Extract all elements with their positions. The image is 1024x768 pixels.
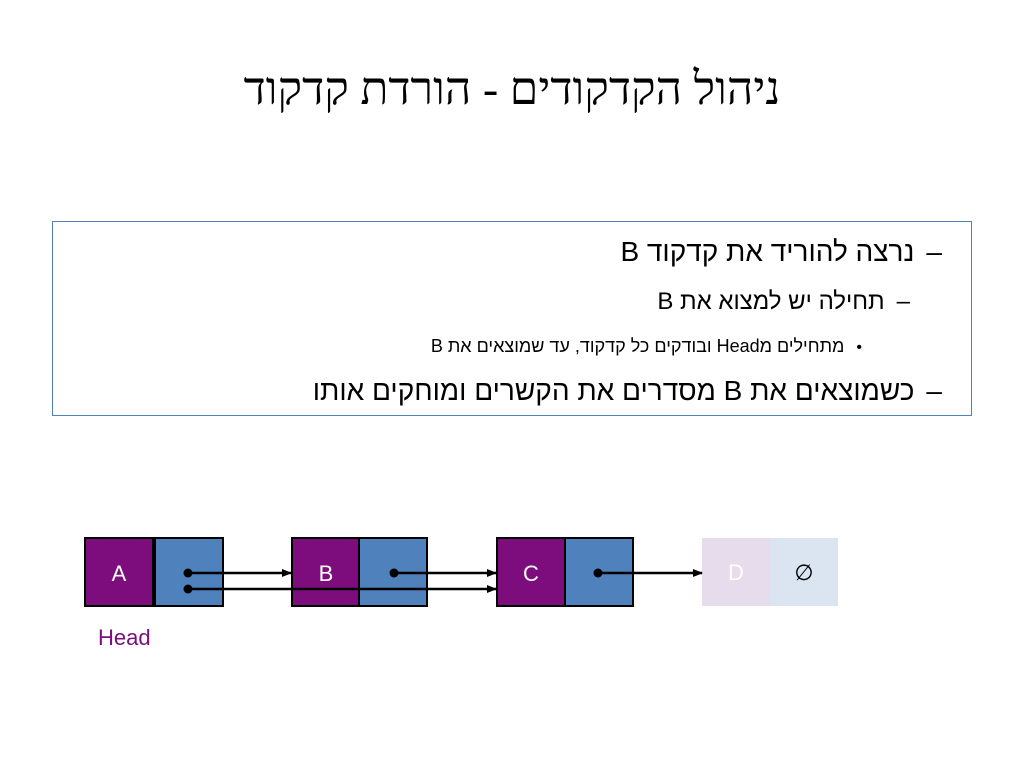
node-d-data-cell: D <box>702 538 770 606</box>
bullet-line-3: • מתחילים מHead ובודקים כל קדקוד, עד שמוצ… <box>431 336 862 357</box>
bullet-text: מתחילים מHead ובודקים כל קדקוד, עד שמוצא… <box>430 336 845 356</box>
head-label: Head <box>98 625 151 650</box>
node-a-data-cell: A <box>84 537 154 607</box>
content-frame <box>52 221 972 416</box>
bullet-text: תחילה יש למצוא את B <box>657 288 885 315</box>
slide-title: ניהול הקדקודים - הורדת קדקוד <box>243 63 781 114</box>
bullet-text: כשמוצאים את B מסדרים את הקשרים ומוחקים א… <box>312 375 915 406</box>
node-c-pointer-cell <box>564 537 634 607</box>
dash-marker: – <box>926 375 942 406</box>
dash-marker: – <box>926 236 942 267</box>
bullet-line-2: –תחילה יש למצוא את B <box>657 288 910 316</box>
node-b-data-cell: B <box>291 537 361 607</box>
node-d-null-pointer-cell: ∅ <box>770 538 838 606</box>
dash-marker: – <box>896 288 910 315</box>
dot-marker: • <box>856 339 862 356</box>
bullet-text: נרצה להוריד את קדקוד B <box>620 236 915 267</box>
bullet-line-1: –נרצה להוריד את קדקוד B <box>620 236 942 268</box>
bullet-line-4: –כשמוצאים את B מסדרים את הקשרים ומוחקים … <box>313 375 942 407</box>
